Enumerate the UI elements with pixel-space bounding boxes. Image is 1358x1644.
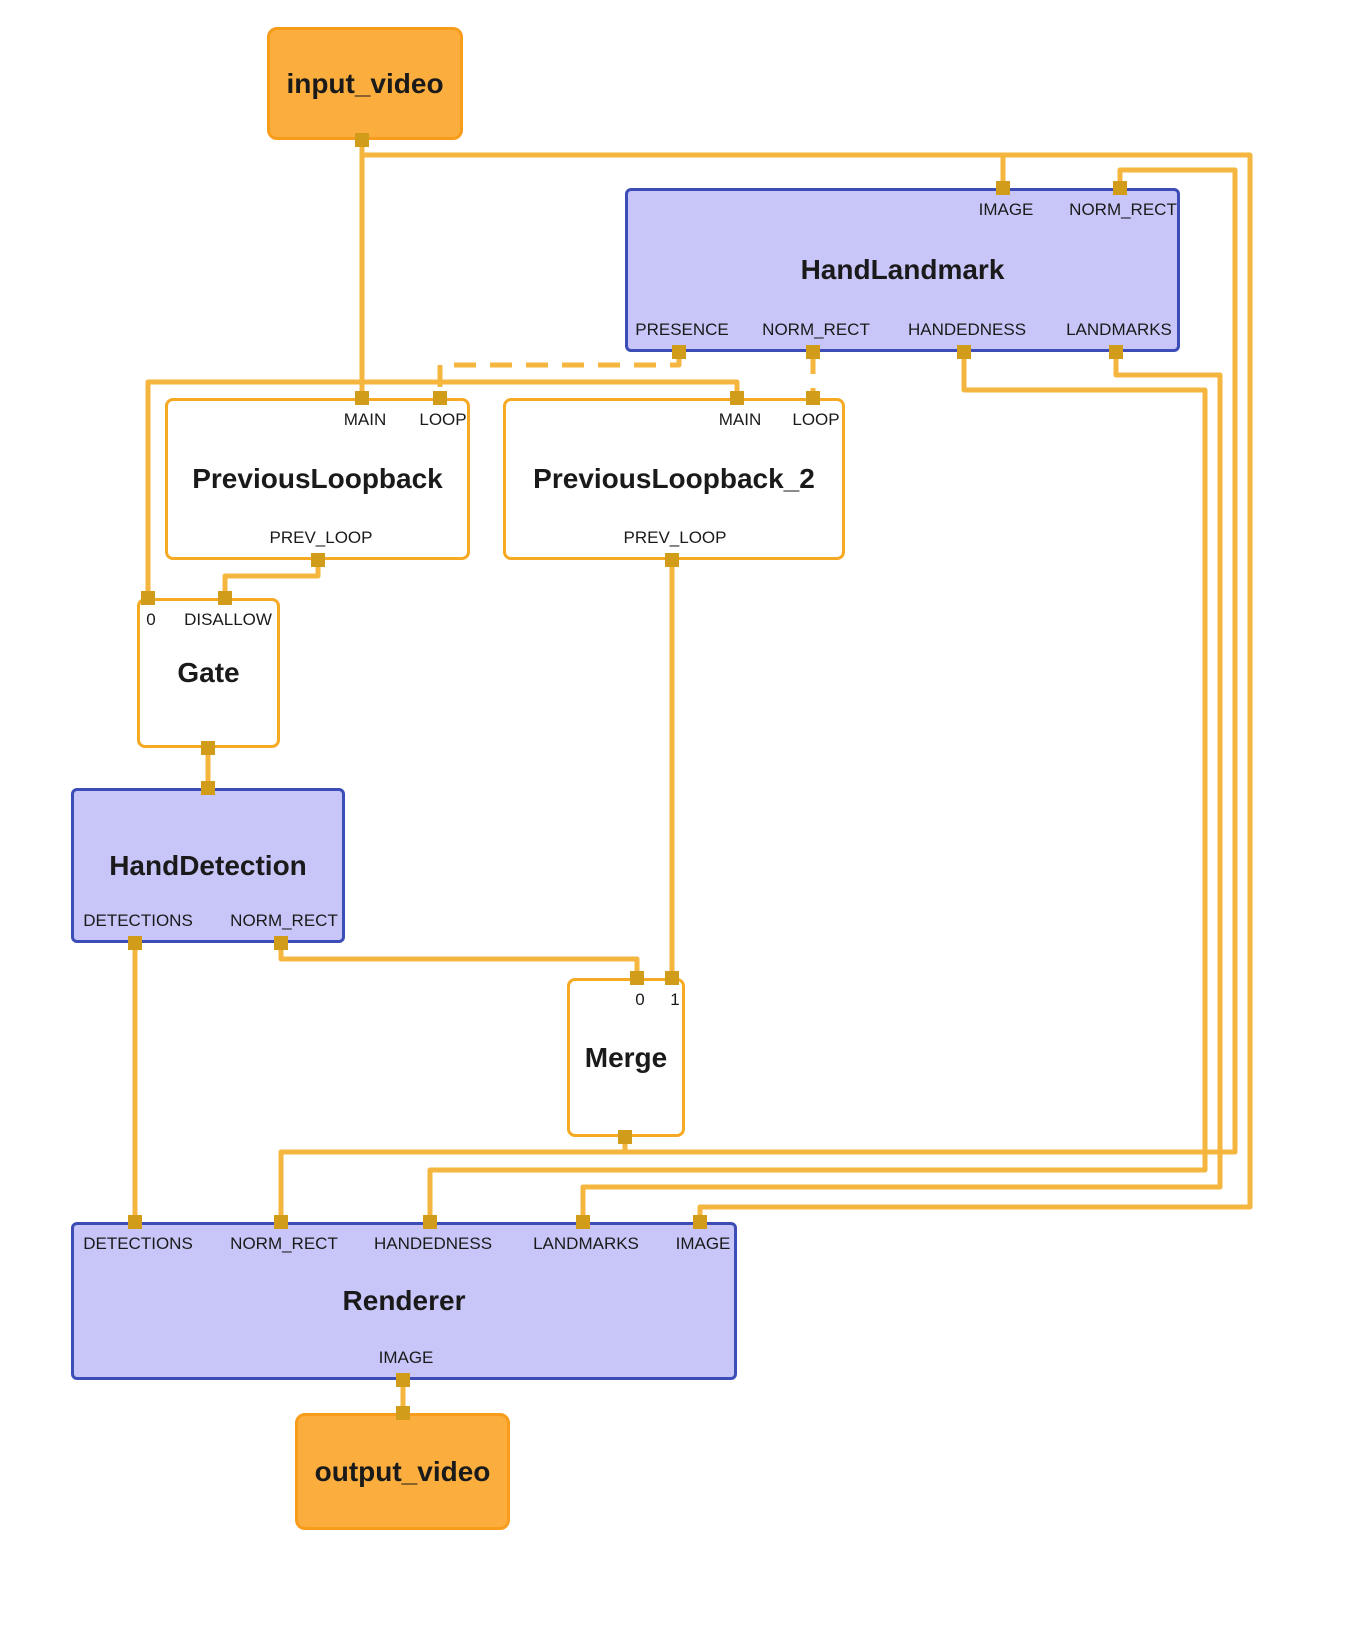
node-renderer[interactable]: DETECTIONS NORM_RECT HANDEDNESS LANDMARK… [71, 1222, 737, 1380]
node-renderer-title: Renderer [342, 1285, 466, 1316]
port-label-previous-loopback-2-loop: LOOP [792, 410, 840, 429]
port-label-renderer-image-out: IMAGE [378, 1348, 434, 1367]
port-label-previous-loopback-loop: LOOP [419, 410, 467, 429]
node-hand-detection-title: HandDetection [109, 849, 307, 881]
edge-hand-detection-norm-rect-merge-0 [278, 943, 640, 978]
port-label-hand-detection-detections: DETECTIONS [83, 911, 193, 930]
port-label-previous-loopback-2-main: MAIN [718, 410, 762, 429]
port-label-merge-1: 1 [670, 990, 680, 1009]
node-gate-title: Gate [177, 657, 240, 688]
node-previous-loopback-title: PreviousLoopback [192, 463, 443, 494]
node-merge[interactable]: 0 1 Merge [567, 978, 685, 1137]
port-label-previous-loopback-prev-loop: PREV_LOOP [269, 528, 373, 547]
node-hand-landmark[interactable]: IMAGE NORM_RECT HandLandmark PRESENCE NO… [625, 188, 1180, 352]
port-label-hand-landmark-norm-rect-in: NORM_RECT [1069, 200, 1177, 219]
edge-previous-loopback-prev-loop-gate-disallow [222, 560, 321, 598]
port-label-renderer-norm-rect: NORM_RECT [230, 1234, 338, 1253]
edge-merge-renderer-norm-rect [278, 1137, 628, 1222]
port-label-gate-disallow: DISALLOW [184, 610, 272, 629]
port-label-renderer-handedness: HANDEDNESS [373, 1234, 493, 1253]
port-label-hand-landmark-norm-rect-out: NORM_RECT [762, 320, 870, 339]
node-hand-landmark-title: HandLandmark [800, 254, 1005, 285]
node-hand-detection[interactable]: HandDetection DETECTIONS NORM_RECT [71, 788, 345, 943]
port-label-hand-detection-norm-rect: NORM_RECT [230, 911, 338, 930]
node-input-video[interactable]: input_video [267, 27, 463, 140]
port-label-previous-loopback-2-prev-loop: PREV_LOOP [623, 528, 727, 547]
port-label-hand-landmark-handedness: HANDEDNESS [907, 320, 1027, 339]
port-label-hand-landmark-presence: PRESENCE [635, 320, 729, 339]
node-gate[interactable]: 0 DISALLOW Gate [137, 598, 280, 748]
port-label-renderer-landmarks: LANDMARKS [533, 1234, 639, 1253]
port-label-hand-landmark-landmarks: LANDMARKS [1066, 320, 1172, 339]
port-label-merge-0: 0 [635, 990, 645, 1009]
node-previous-loopback[interactable]: MAIN LOOP PreviousLoopback PREV_LOOP [165, 398, 470, 560]
port-label-renderer-image-in: IMAGE [675, 1234, 731, 1253]
node-merge-title: Merge [584, 1041, 668, 1073]
edge-input-video-hand-landmark-image [362, 152, 1006, 188]
node-output-video-title: output_video [314, 1455, 491, 1487]
edge-hand-landmark-presence-previous-loopback-loop [437, 352, 682, 398]
node-previous-loopback-2[interactable]: MAIN LOOP PreviousLoopback_2 PREV_LOOP [503, 398, 845, 560]
port-label-previous-loopback-main: MAIN [343, 410, 387, 429]
node-input-video-title: input_video [286, 67, 444, 99]
port-label-gate-0: 0 [146, 610, 156, 629]
port-label-renderer-detections: DETECTIONS [83, 1234, 193, 1253]
edge-input-video-previous-loopback-2-main [362, 379, 740, 398]
port-label-hand-landmark-image: IMAGE [978, 200, 1034, 219]
node-output-video[interactable]: output_video [295, 1413, 510, 1530]
node-previous-loopback-2-title: PreviousLoopback_2 [533, 463, 815, 494]
